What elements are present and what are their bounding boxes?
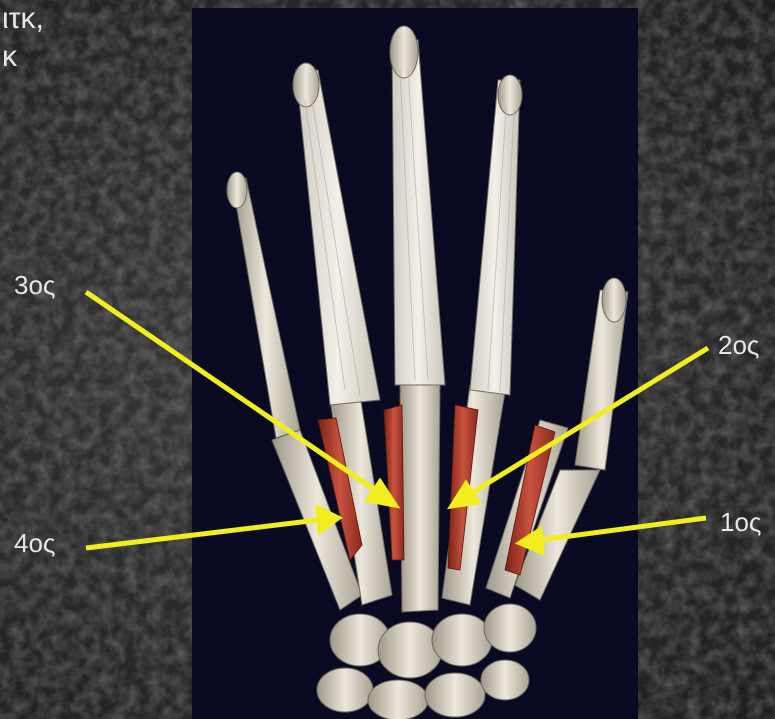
arrow-fourth <box>86 520 318 548</box>
metacarpal-bones <box>272 380 600 612</box>
carpal-bones <box>317 604 536 719</box>
label-first-interosseous: 1ος <box>720 507 761 537</box>
label-fourth-interosseous: 4ος <box>14 528 55 558</box>
label-third-interosseous: 3ος <box>14 270 55 300</box>
label-second-interosseous: 2ος <box>718 330 759 360</box>
